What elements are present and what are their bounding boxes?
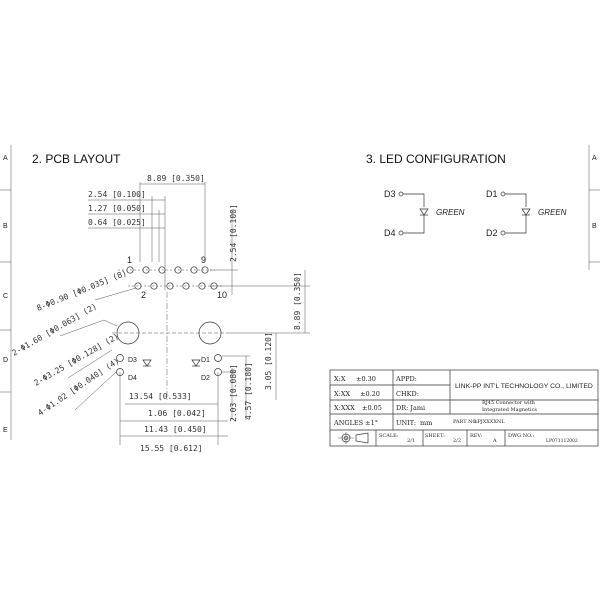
tol-x-value: ±0.30 <box>356 375 376 383</box>
dim-h-120: 3.05 [0.120] <box>264 332 273 390</box>
led-label-d4: D4 <box>384 228 396 238</box>
led-config-heading: 3. LED CONFIGURATION <box>366 152 506 166</box>
tol-xxx-label: X:XXX <box>334 404 355 412</box>
dim-pitch-double: 2.54 [0.100] <box>88 190 146 199</box>
projection-symbol-icon <box>338 432 369 444</box>
rev-value: A <box>492 438 497 444</box>
row-label-c: C <box>3 293 8 300</box>
dim-w-533: 13.54 [0.533] <box>129 392 192 401</box>
right-border: A B <box>588 145 600 270</box>
diode-icon <box>521 208 531 216</box>
row-label-b-right: B <box>592 223 597 230</box>
dim-offset: 0.64 [0.025] <box>88 218 146 227</box>
rev-label: REV: <box>470 433 483 439</box>
led-label-d3: D3 <box>384 189 396 199</box>
dim-w-612: 15.55 [0.612] <box>140 444 203 453</box>
led-color-left: GREEN <box>436 208 465 217</box>
sheet-value: 2/2 <box>453 438 461 444</box>
pcb-layout-heading: 2. PCB LAYOUT <box>32 152 121 166</box>
pin-label-1: 1 <box>127 255 132 265</box>
diode-icon <box>419 208 429 216</box>
led-config-left: D3 D4 GREEN <box>384 189 465 238</box>
unit-label: UNIT: <box>396 419 416 427</box>
pin-label-9: 9 <box>201 255 206 265</box>
part-no-value: LPJXXXXNL <box>474 419 505 425</box>
led-label-d2: D2 <box>486 228 498 238</box>
dim-h-180: 4.57 [0.180] <box>244 362 253 420</box>
dim-h-080: 2.03 [0.080] <box>229 364 238 422</box>
led-config-right: D1 D2 GREEN <box>486 189 567 238</box>
pcb-led-d1: D1 <box>201 357 210 364</box>
company-name: LINK-PP INT'L TECHNOLOGY CO., LIMITED <box>455 383 593 390</box>
appd-label: APPD: <box>395 375 417 383</box>
pin-label-10: 10 <box>217 290 227 300</box>
callout-hole-4: 4-Φ1.02 [Φ0.040] (4) <box>36 356 121 417</box>
diode-icon <box>142 359 152 367</box>
left-border: A B C D E <box>0 145 12 440</box>
dim-top-width: 8.89 [0.350] <box>147 174 205 183</box>
dim-row-spacing: 2.54 [0.100] <box>229 204 238 262</box>
angles-tolerance: ANGLES ±1° <box>333 419 378 427</box>
drawn-by: DR: Jami <box>396 404 425 412</box>
led-label-d1: D1 <box>486 189 498 199</box>
title-block: X:X ±0.30 X:XX ±0.20 X:XXX ±0.05 ANGLES … <box>329 369 599 447</box>
tol-xx-label: X:XX <box>334 390 350 398</box>
row-label-a-right: A <box>592 155 597 162</box>
diode-icon <box>191 359 201 367</box>
description-line-1: RJ45 Connector with <box>482 400 536 406</box>
sheet-label: SHEET: <box>425 433 445 439</box>
callout-hole-1: 8-Φ0.90 [Φ0.035] (8) <box>35 268 128 312</box>
row-label-b: B <box>3 223 8 230</box>
part-no-label: PART NO. <box>453 419 478 425</box>
pcb-led-d3: D3 <box>128 357 137 364</box>
pcb-led-d4: D4 <box>128 375 137 382</box>
dwg-no-label: DWG NO.: <box>508 433 535 439</box>
dim-height-right: 8.89 [0.350] <box>293 272 302 330</box>
description-line-2: Integrated Magnetics <box>482 407 537 413</box>
pin-label-2: 2 <box>141 290 146 300</box>
row-label-e: E <box>3 427 8 434</box>
dim-w-042: 1.06 [0.042] <box>148 409 206 418</box>
scale-label: SCALE: <box>379 433 399 439</box>
callout-hole-3: 2-Φ3.25 [Φ0.128] (2) <box>33 332 121 388</box>
pcb-layout: 8.89 [0.350] 2.54 [0.100] 1.27 [0.050] 0… <box>11 174 310 453</box>
dim-w-450: 11.43 [0.450] <box>144 425 207 434</box>
tol-x-label: X:X <box>334 375 346 383</box>
led-color-right: GREEN <box>538 208 567 217</box>
row-label-d: D <box>3 357 8 364</box>
pcb-led-d2: D2 <box>201 375 210 382</box>
scale-value: 2/1 <box>407 438 415 444</box>
unit-value: mm <box>420 419 432 427</box>
dwg-no-value: LP071112002 <box>546 438 578 444</box>
tol-xxx-value: ±0.05 <box>362 404 382 412</box>
row-label-a: A <box>3 155 8 162</box>
tol-xx-value: ±0.20 <box>360 390 380 398</box>
chkd-label: CHKD: <box>396 390 419 398</box>
dim-pitch: 1.27 [0.050] <box>88 204 146 213</box>
